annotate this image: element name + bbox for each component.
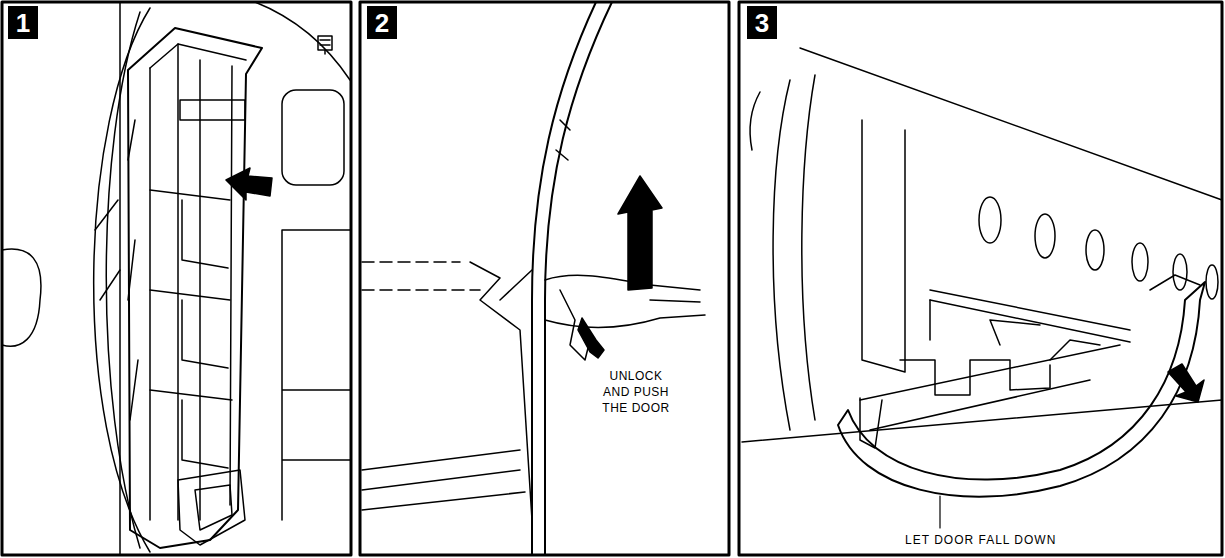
step-number-box: 3: [747, 6, 777, 39]
lift-arrow: [618, 176, 662, 290]
instruction-note: LET DOOR FALL DOWN: [905, 532, 1145, 548]
step-number-box: 1: [8, 6, 38, 39]
latch-handle: [578, 318, 604, 358]
step-number: 3: [755, 10, 769, 36]
step-number: 2: [375, 10, 389, 36]
leader-line: [939, 496, 940, 528]
fall-arrow: [1168, 364, 1204, 402]
panel-frame: [739, 2, 1222, 555]
unlock-detail-view: [362, 2, 705, 555]
panel-frame: [360, 2, 729, 555]
step-number: 1: [16, 10, 30, 36]
push-arrow: [226, 168, 272, 200]
door-fall-view: [742, 48, 1222, 528]
open-door-view: [2, 2, 350, 555]
instruction-note: UNLOCK AND PUSH THE DOOR: [598, 368, 674, 416]
panel-frame: [2, 2, 351, 555]
step-number-box: 2: [367, 6, 397, 39]
